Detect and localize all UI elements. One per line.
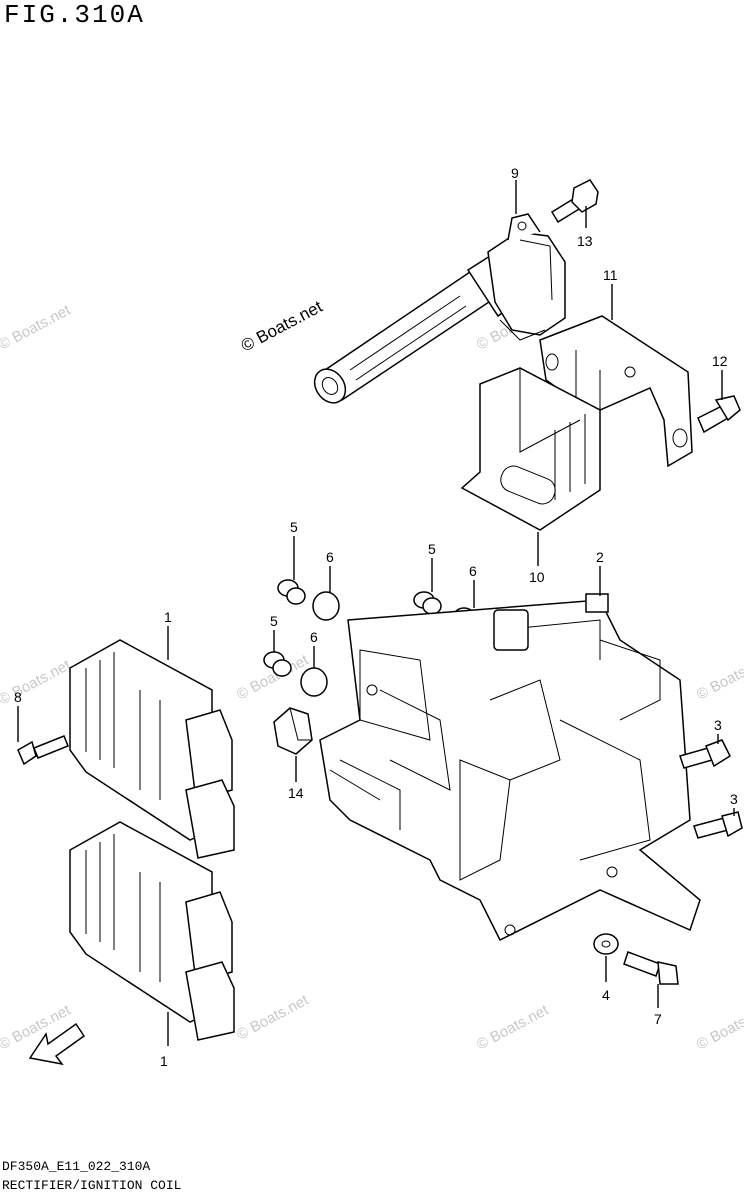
callout-4: 4 <box>602 987 610 1003</box>
watermark-3: © Boats.net <box>0 656 74 708</box>
callout-5b: 5 <box>428 541 436 557</box>
callout-7: 7 <box>654 1011 662 1027</box>
callout-3b: 3 <box>730 791 738 807</box>
leader-lines <box>17 180 735 1046</box>
callout-1b: 1 <box>160 1053 168 1069</box>
callout-8: 8 <box>14 689 22 705</box>
callout-3a: 3 <box>714 717 722 733</box>
clip-14 <box>273 707 313 755</box>
callout-13: 13 <box>577 233 593 249</box>
callout-14: 14 <box>288 785 304 801</box>
callout-12: 12 <box>712 353 728 369</box>
bolt-8 <box>17 735 69 766</box>
callout-2: 2 <box>596 549 604 565</box>
watermark-6: © Boats.net <box>694 651 744 703</box>
footer-name: RECTIFIER/IGNITION COIL <box>2 1178 182 1193</box>
rectifier-upper <box>69 639 235 859</box>
callout-5c: 5 <box>270 613 278 629</box>
bolt-13 <box>550 179 599 224</box>
callout-6b: 6 <box>469 563 477 579</box>
callout-1a: 1 <box>164 609 172 625</box>
callout-11: 11 <box>603 267 618 283</box>
watermark-10: © Boats.net <box>694 1001 744 1053</box>
callout-6c: 6 <box>310 629 318 645</box>
figure-title: FIG.310A <box>4 0 145 30</box>
watermark-8: © Boats.net <box>234 991 312 1043</box>
rectifier-lower <box>69 821 235 1041</box>
watermark-1: © Boats.net <box>0 301 74 353</box>
cover-10 <box>460 367 601 531</box>
watermark-main: © Boats.net <box>238 297 326 356</box>
callout-9: 9 <box>511 165 519 181</box>
callout-6a: 6 <box>326 549 334 565</box>
callout-10: 10 <box>529 569 545 585</box>
bolts-3-4-7 <box>593 739 743 985</box>
callout-5a: 5 <box>290 519 298 535</box>
footer-code: DF350A_E11_022_310A <box>2 1159 151 1174</box>
main-bracket <box>319 593 701 942</box>
ignition-coil <box>313 213 566 404</box>
bolt-12 <box>697 395 741 434</box>
callouts: 9 13 11 12 10 2 5 6 5 6 5 6 14 1 1 8 3 3… <box>14 165 738 1069</box>
watermark-9: © Boats.net <box>474 1001 552 1053</box>
